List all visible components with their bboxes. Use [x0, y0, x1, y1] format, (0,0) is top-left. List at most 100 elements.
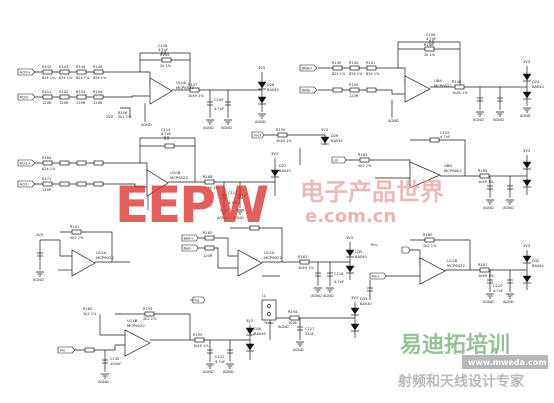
resistors [42, 46, 490, 353]
port-label: Vin [60, 348, 66, 352]
ref: D32 [532, 259, 539, 263]
amp-part: MCP6022 [170, 175, 188, 180]
val: 1k49 1% [452, 91, 468, 95]
port-label: Irq [195, 298, 200, 302]
val: 1k49 1% [188, 94, 204, 98]
ref: D24 [532, 80, 540, 84]
port-label: ACI1+ [20, 161, 31, 165]
val: 2k2 1% [118, 115, 132, 119]
ref: J1 [261, 294, 265, 298]
port-label: DIBe- [302, 88, 313, 92]
ref: R182 [83, 307, 92, 311]
eepw-logo: EEPW [115, 176, 268, 234]
agnd-label: AGND [278, 325, 289, 329]
val: 82k 1% [332, 72, 346, 76]
port-label: ACI0- [20, 95, 30, 99]
val: 4.7nF [493, 289, 503, 293]
ref: D27 [279, 164, 286, 168]
net-labels: AGND AGND AGND AGND AGND AGND AGND AGND … [33, 60, 531, 384]
val: 22nF [305, 332, 314, 336]
ref: R150 [349, 83, 359, 87]
port-label: Bad- [184, 246, 193, 250]
amp-part: MCP6022 [434, 83, 452, 88]
agnd-label: AGND [503, 206, 514, 210]
val: 2k2 1% [70, 236, 84, 240]
ref: C106 [426, 33, 436, 37]
ref: R140 [349, 61, 359, 65]
val: 1k49 1% [203, 186, 219, 190]
op-amps [71, 75, 446, 357]
val: 4.7nF [215, 360, 225, 364]
ref: C131 [215, 355, 224, 359]
ref: R145 [93, 65, 102, 69]
val: 4.7nF [158, 48, 168, 52]
ref: C130 [110, 357, 120, 361]
val: 120R [42, 188, 52, 192]
agnd-label: AGND [493, 118, 504, 122]
val: 120R [76, 101, 86, 105]
port-label: DIBe+ [302, 66, 314, 70]
val: 82k 1% [42, 167, 56, 171]
ref: R147 [188, 83, 197, 87]
agnd-label: AGND [203, 126, 214, 130]
port-label: ACI0+ [20, 70, 31, 74]
val: BAS40 [331, 139, 343, 143]
val: 4.7nF [214, 107, 224, 111]
val: BAS40 [279, 169, 291, 173]
port-label: Bad+ [184, 236, 194, 240]
ref: C115 [440, 131, 449, 135]
ref: R161 [70, 225, 79, 229]
amp-part: MCP6022 [264, 255, 282, 260]
val: 2k2 1% [143, 317, 157, 321]
amp-name: U12A [264, 250, 275, 255]
val: 1k49 1% [276, 139, 292, 143]
val: 120R [349, 94, 359, 98]
val: 82k 1% [93, 76, 107, 80]
val: 82k 1% [76, 76, 90, 80]
val: 1k49 1% [478, 180, 494, 184]
amp-labels: U10A MCP6022 U8A MCP6022 U10B MCP6022 U8… [96, 78, 465, 328]
val: BAS40 [267, 88, 279, 92]
ref: R180 [423, 233, 433, 237]
amp-name: U11A [96, 250, 107, 255]
amp-name: U8A [434, 78, 442, 83]
val: 4.7nF [334, 280, 344, 284]
agnd-label: AGND [473, 118, 484, 122]
val: Temp [263, 321, 274, 325]
agnd-label: AGND [483, 300, 494, 304]
ref: R144 [76, 65, 86, 69]
val: BAS40 [360, 302, 372, 306]
amp-name: U11B [127, 318, 138, 323]
mweda-watermark: 易迪拓培训 www.mweda.com 射频和天线设计专家 [397, 332, 548, 390]
ref: R183 [298, 255, 307, 259]
val: 4.7nF [426, 37, 436, 41]
amp-name: U12B [447, 258, 458, 263]
ref: D29 [331, 134, 339, 138]
agnd-label: AGND [233, 216, 244, 220]
agnd-label: AGND [141, 123, 152, 127]
v3-label: 3V3 [346, 236, 353, 240]
val: 82k 1% [59, 76, 73, 80]
ref: R193 [143, 307, 152, 311]
ref: R151 [42, 90, 51, 94]
v3-label: 3V3 [523, 149, 530, 153]
ref: R143 [59, 65, 68, 69]
agnd-label: AGND [293, 348, 304, 352]
ref: C111 [228, 191, 237, 195]
ground-symbols [36, 107, 531, 379]
eepw-url: e.com.cn [305, 206, 396, 227]
val: 2k2 1% [83, 312, 97, 316]
v3-label: 3V3 [523, 60, 530, 64]
component-labels: C108 4.7nF R149 2k 1% R142 82k 1% R143 8… [42, 33, 544, 366]
amp-part: MCP6022 [447, 263, 465, 268]
ref: R139 [332, 61, 342, 65]
v3-label: 3V3 [523, 244, 530, 248]
val: 2k2 1% [358, 164, 372, 168]
capacitors [37, 40, 513, 364]
ref: C109 [214, 98, 224, 102]
ref: D26 [267, 83, 275, 87]
val: 100nF [110, 362, 121, 366]
agnd-label: AGND [503, 300, 514, 304]
ref: R162 [203, 231, 212, 235]
